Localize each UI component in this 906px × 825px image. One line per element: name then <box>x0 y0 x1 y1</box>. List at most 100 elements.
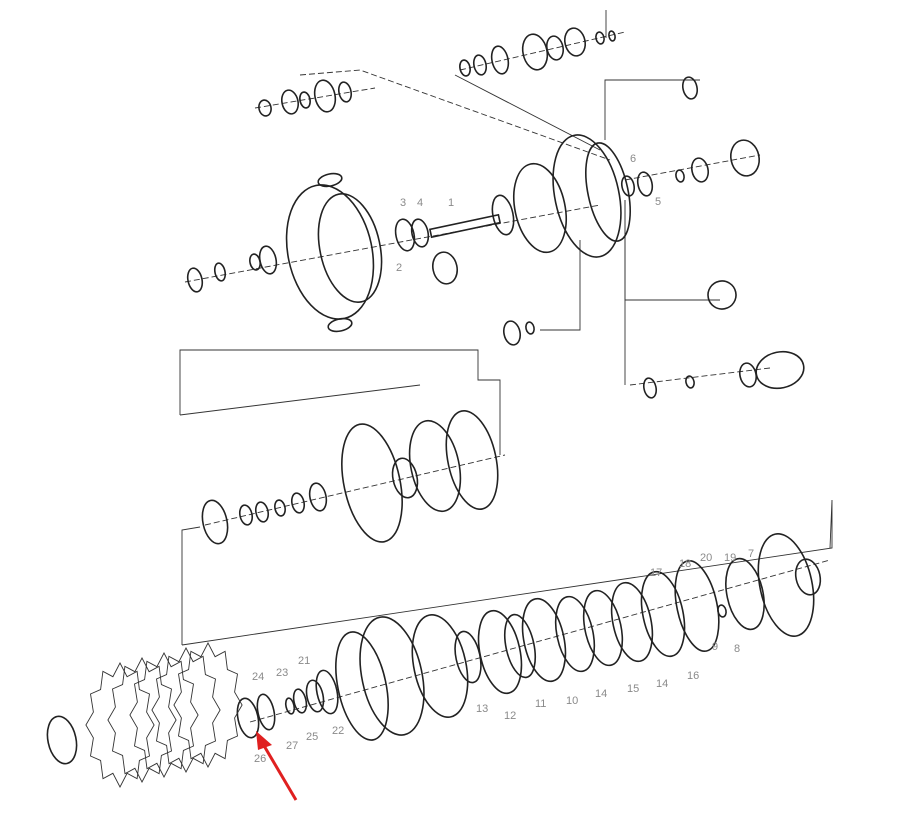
part-number-label: 6 <box>630 153 636 165</box>
leader-line <box>181 526 201 645</box>
ring-part <box>757 533 815 637</box>
leader-line <box>624 200 720 301</box>
ring-part <box>290 492 306 514</box>
ring-part <box>674 560 720 652</box>
ring-part <box>521 597 567 683</box>
red-pointer-arrow <box>256 731 298 801</box>
part-number-label: 24 <box>252 671 264 683</box>
ring-part <box>477 609 523 695</box>
ring-part <box>685 375 695 389</box>
part-number-label: 5 <box>655 196 661 208</box>
part-number-label: 13 <box>476 703 488 715</box>
ring-part <box>640 570 686 658</box>
part-number-label: 20 <box>700 552 712 564</box>
part-number-label: 18 <box>679 558 691 570</box>
ring-part <box>341 423 403 543</box>
flange <box>738 362 758 388</box>
bearing <box>620 175 636 197</box>
leader-line <box>629 367 771 386</box>
ring-part <box>675 169 685 183</box>
ring-part <box>308 482 328 512</box>
sprocket-segment <box>107 657 177 783</box>
leader-line <box>254 87 376 109</box>
ring-part <box>292 688 308 714</box>
part-number-label: 10 <box>566 695 578 707</box>
leader-line <box>540 240 581 331</box>
leader-line <box>299 69 611 161</box>
ring-part <box>299 91 311 109</box>
ring-part <box>408 419 462 513</box>
cover <box>730 139 760 177</box>
part-number-label: 1 <box>448 197 454 209</box>
ring-part <box>256 693 276 731</box>
gear <box>502 320 522 346</box>
part-number-label: 2 <box>396 262 402 274</box>
part-number-label: 17 <box>650 567 662 579</box>
ring-part <box>391 457 419 499</box>
part-number-label: 23 <box>276 667 288 679</box>
ring-part <box>725 557 765 631</box>
ring-part <box>545 35 565 61</box>
parts <box>46 27 822 788</box>
ring-part <box>284 697 296 715</box>
housing-bore <box>317 193 383 303</box>
part-number-label: 12 <box>504 710 516 722</box>
leader-line <box>459 31 626 71</box>
ring-part <box>359 616 425 736</box>
part-number-label: 25 <box>306 731 318 743</box>
ring-part <box>305 679 325 713</box>
flange <box>552 134 622 258</box>
o-ring <box>513 162 567 254</box>
ring-part <box>249 253 261 271</box>
ring-part <box>274 499 286 517</box>
part-number-label: 8 <box>734 643 740 655</box>
gasket <box>690 157 710 183</box>
ring-part <box>595 31 605 45</box>
bearing-cup <box>636 171 654 197</box>
flange-rim <box>585 142 631 242</box>
ring-part <box>258 99 272 117</box>
leader-line <box>454 74 601 151</box>
cover-plate <box>707 280 737 310</box>
part-number-label: 11 <box>535 698 546 710</box>
ring-part <box>794 558 822 596</box>
ring-part <box>201 499 229 545</box>
ring-part <box>554 595 596 673</box>
leader-line <box>179 349 501 455</box>
part-number-label: 14 <box>595 688 607 700</box>
ring-part <box>608 30 616 42</box>
ring-part <box>313 79 337 113</box>
ring-part <box>315 669 339 715</box>
leader-line <box>184 204 601 283</box>
ring-part <box>582 589 624 667</box>
sprocket-segment <box>151 647 221 773</box>
bearing-cup <box>394 218 416 252</box>
bracket <box>317 172 343 188</box>
cover-plate <box>327 317 353 333</box>
ring-part <box>472 54 488 76</box>
part-number-label: 22 <box>332 725 344 737</box>
part-number-label: 21 <box>298 655 310 667</box>
ring-part <box>335 631 389 741</box>
ring-part <box>445 410 499 510</box>
leader-line <box>604 79 700 140</box>
ring-part <box>563 27 587 57</box>
seal <box>186 267 204 293</box>
ring-part <box>236 697 260 739</box>
leader-line <box>249 559 831 723</box>
seal <box>642 377 658 399</box>
part-number-label: 27 <box>286 740 298 752</box>
part-number-label: 3 <box>400 197 406 209</box>
part-number-label: 15 <box>627 683 639 695</box>
part-number-label: 16 <box>687 670 699 682</box>
leader-line <box>181 499 833 646</box>
bearing-cone <box>410 218 430 248</box>
part-number-label: 4 <box>417 197 423 209</box>
ring-part <box>681 76 699 100</box>
ring-part <box>459 59 471 77</box>
leader-lines <box>179 10 833 723</box>
part-number-label: 7 <box>748 548 754 560</box>
part-number-label: 14 <box>656 678 668 690</box>
